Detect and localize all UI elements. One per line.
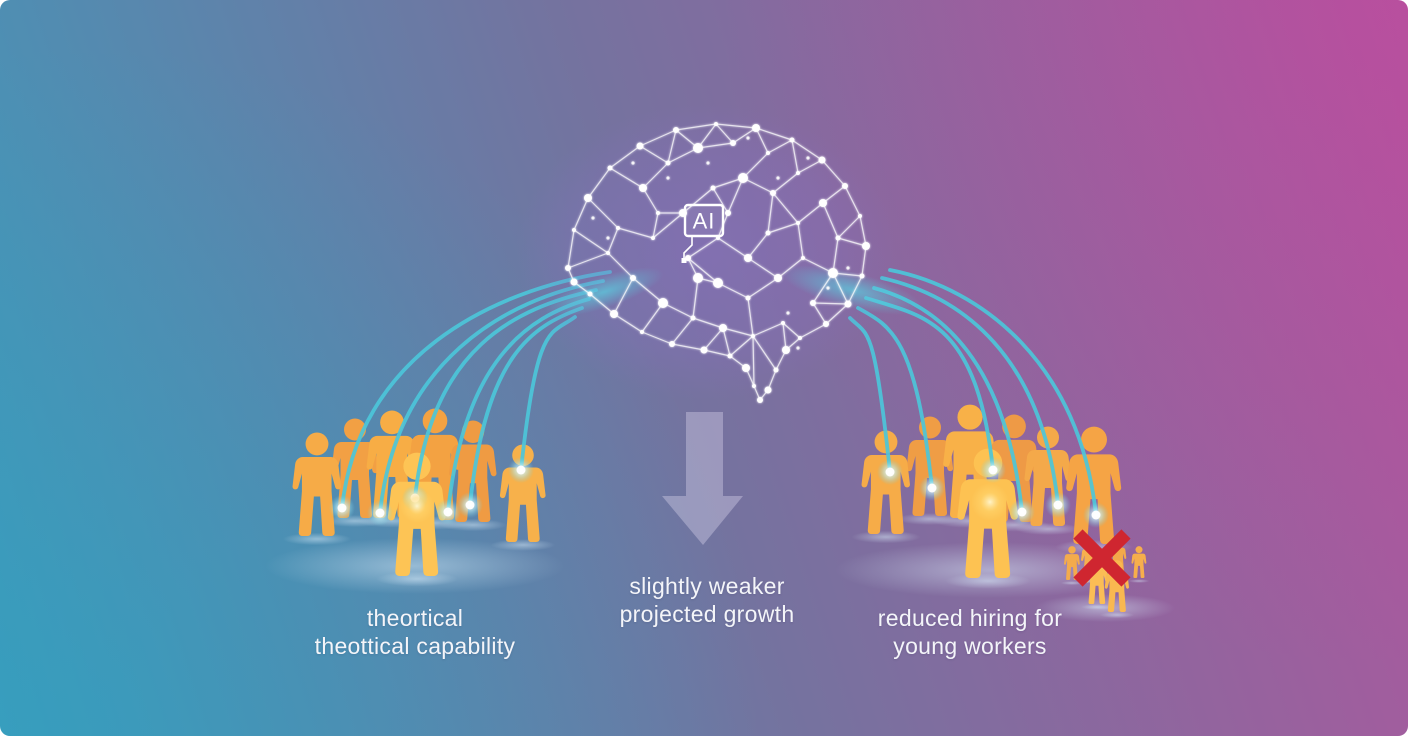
caption-reduced-hiring: reduced hiring for young workers: [810, 604, 1130, 660]
caption-text-line: reduced hiring for: [877, 605, 1063, 631]
caption-text-line: theottical capability: [314, 633, 516, 659]
caption-text-line: projected growth: [619, 601, 795, 627]
rejected-cross-icon: [1073, 529, 1131, 587]
neural-link-line: [888, 268, 1098, 517]
chest-glow: [400, 489, 434, 523]
caption-left-capability: theortical theottical capability: [255, 604, 575, 660]
teal-burst-right: [782, 265, 922, 315]
link-endpoint-glows: [329, 457, 1109, 528]
brain-network-icon: AI: [516, 104, 922, 403]
ai-chip-badge: AI: [681, 203, 725, 263]
caption-text-line: young workers: [893, 633, 1047, 659]
neural-link-line: [880, 276, 1060, 507]
caption-text-line: theortical: [366, 605, 464, 631]
caption-text-line: slightly weaker: [629, 573, 785, 599]
chest-glow: [971, 483, 1009, 521]
ai-chip-label: AI: [693, 209, 716, 234]
down-arrow-icon: [662, 412, 743, 545]
person-icon: [292, 432, 341, 536]
brain-haze: [516, 104, 896, 400]
caption-projected-growth: slightly weaker projected growth: [547, 572, 867, 628]
